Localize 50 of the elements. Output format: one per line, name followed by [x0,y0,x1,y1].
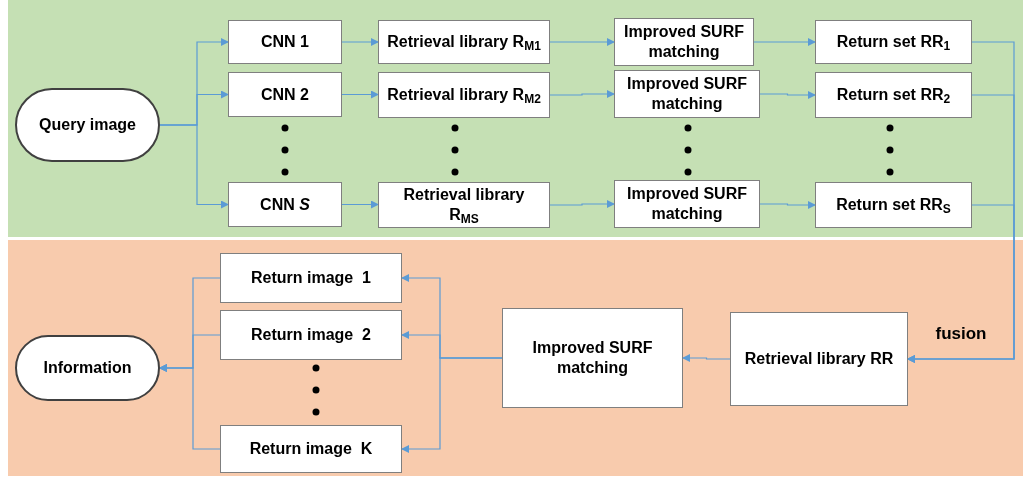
node-label: CNN 1 [261,32,309,52]
node-label: Improved SURF matching [626,184,748,224]
process-box [228,182,342,227]
arrow [401,357,503,453]
node-label: Improved SURF matching [626,74,748,114]
process-box [614,18,754,66]
node-label: CNN S [260,194,310,215]
process-box [228,72,342,117]
process-box [378,20,550,64]
process-box [614,70,760,118]
node-label: Retrieval library R$_{MS}$ [402,185,526,225]
node-label: CNN 2 [261,84,309,105]
process-box [502,308,683,408]
arrow [907,204,1015,363]
node-label: Return set RR$_{1}$ [836,32,951,52]
arrow [159,364,221,450]
arrow [341,90,379,99]
node-label: Return image 2 [251,325,371,345]
process-box [815,20,972,64]
arrow [549,38,615,46]
node-label: Information [43,358,132,378]
arrow [549,90,615,98]
node-label: Return image 1 [251,268,371,288]
arrow [759,91,816,99]
node-label: Query image [39,115,136,135]
process-box [228,20,342,64]
process-box [220,310,402,360]
node-label: Retrieval library RR [744,349,894,369]
process-box [220,253,402,303]
arrow [753,38,816,46]
arrow [341,38,379,46]
arrow [159,124,229,209]
node-label: Retrieval library R$_{M2}$ [387,85,541,105]
arrow [341,200,379,209]
node-label: Return set RR$_{S}$ [836,195,951,215]
arrow [759,201,816,209]
process-box [815,72,972,118]
node-label: Improved SURF matching [531,338,654,378]
arrow [549,200,615,208]
process-box [220,425,402,473]
node-label: Improved SURF matching [623,22,745,62]
node-label: Return image K [249,439,373,459]
process-box [815,182,972,228]
process-box [614,180,760,228]
process-box [378,182,550,228]
process-box [730,312,908,406]
node-label: Return set RR$_{2}$ [836,85,951,105]
process-box [378,72,550,118]
arrow [682,354,731,362]
node-label: Retrieval library R$_{M1}$ [387,32,541,52]
